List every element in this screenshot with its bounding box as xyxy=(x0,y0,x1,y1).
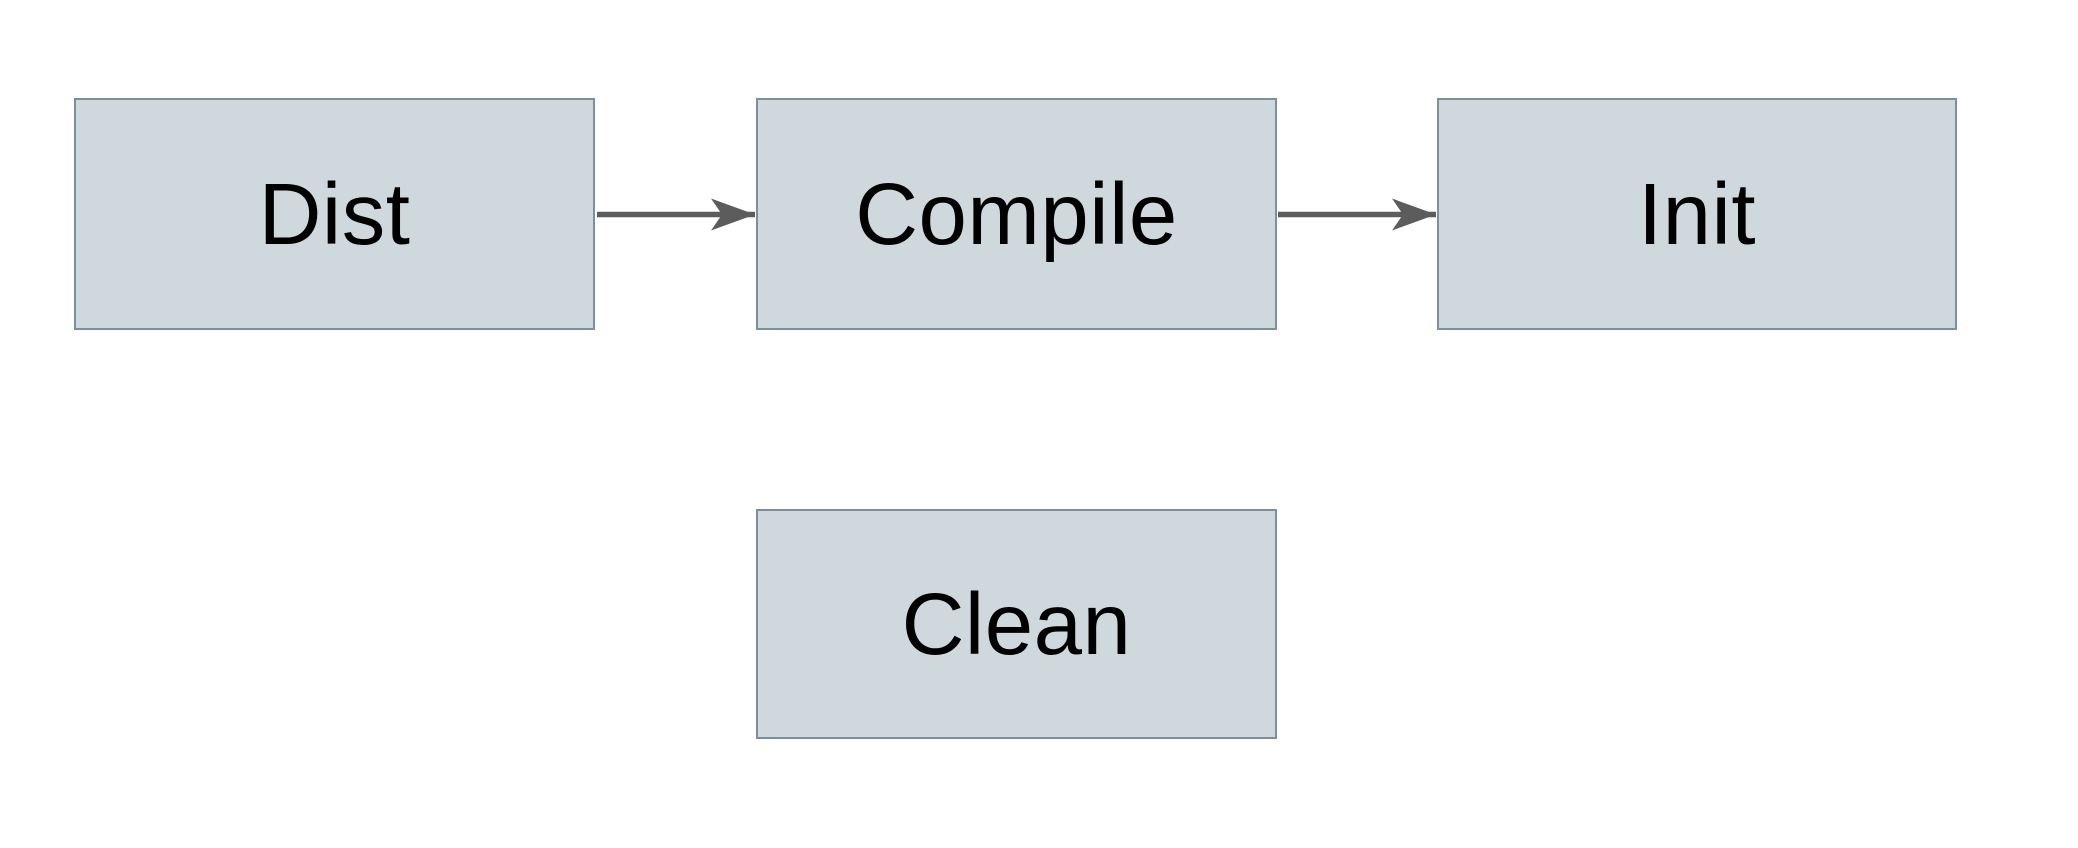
node-init-label: Init xyxy=(1637,165,1757,263)
node-clean[interactable]: Clean xyxy=(756,509,1277,739)
node-init[interactable]: Init xyxy=(1437,98,1957,330)
node-clean-label: Clean xyxy=(901,575,1132,673)
node-compile[interactable]: Compile xyxy=(756,98,1277,330)
node-dist[interactable]: Dist xyxy=(74,98,595,330)
node-compile-label: Compile xyxy=(855,165,1178,263)
node-dist-label: Dist xyxy=(258,165,411,263)
